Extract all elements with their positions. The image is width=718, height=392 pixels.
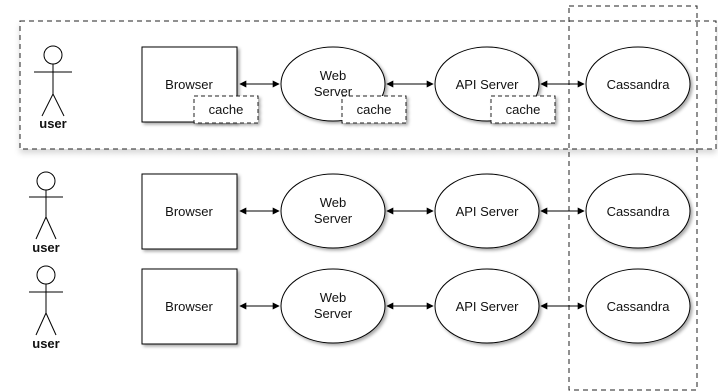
- web-server-label-2a: Web: [320, 195, 347, 210]
- cassandra-label-3: Cassandra: [607, 299, 671, 314]
- user-actor-2: [29, 171, 63, 240]
- user-label-3: user: [32, 336, 59, 351]
- api-server-node-3: [434, 268, 540, 344]
- web-server-node-2: [280, 173, 386, 249]
- api-server-label-1: API Server: [456, 77, 520, 92]
- browser-label-3: Browser: [165, 299, 213, 314]
- user-label-1: user: [39, 116, 66, 131]
- cassandra-node-1: [585, 46, 691, 122]
- cassandra-node-2: [585, 173, 691, 249]
- browser-box-2: [141, 173, 238, 250]
- web-server-label-1a: Web: [320, 68, 347, 83]
- api-server-label-3: API Server: [456, 299, 520, 314]
- web-server-label-3b: Server: [314, 306, 353, 321]
- cassandra-node-3: [585, 268, 691, 344]
- api-server-node-2: [434, 173, 540, 249]
- web-server-node-3: [280, 268, 386, 344]
- web-server-label-3a: Web: [320, 290, 347, 305]
- browser-label-2: Browser: [165, 204, 213, 219]
- web-server-cache-label: cache: [357, 102, 392, 117]
- cassandra-column-group: [568, 5, 698, 391]
- user-label-2: user: [32, 240, 59, 255]
- browser-box-3: [141, 268, 238, 345]
- web-server-label-1b: Server: [314, 84, 353, 99]
- browser-cache-box: [193, 95, 259, 124]
- web-server-cache-box: [341, 95, 407, 124]
- browser-cache-label: cache: [209, 102, 244, 117]
- api-server-cache-box: [490, 95, 556, 124]
- browser-label-1: Browser: [165, 77, 213, 92]
- web-server-label-2b: Server: [314, 211, 353, 226]
- api-server-cache-label: cache: [506, 102, 541, 117]
- cassandra-label-1: Cassandra: [607, 77, 671, 92]
- user-actor-1: [34, 45, 72, 117]
- user-actor-3: [29, 265, 63, 336]
- api-server-label-2: API Server: [456, 204, 520, 219]
- cassandra-label-2: Cassandra: [607, 204, 671, 219]
